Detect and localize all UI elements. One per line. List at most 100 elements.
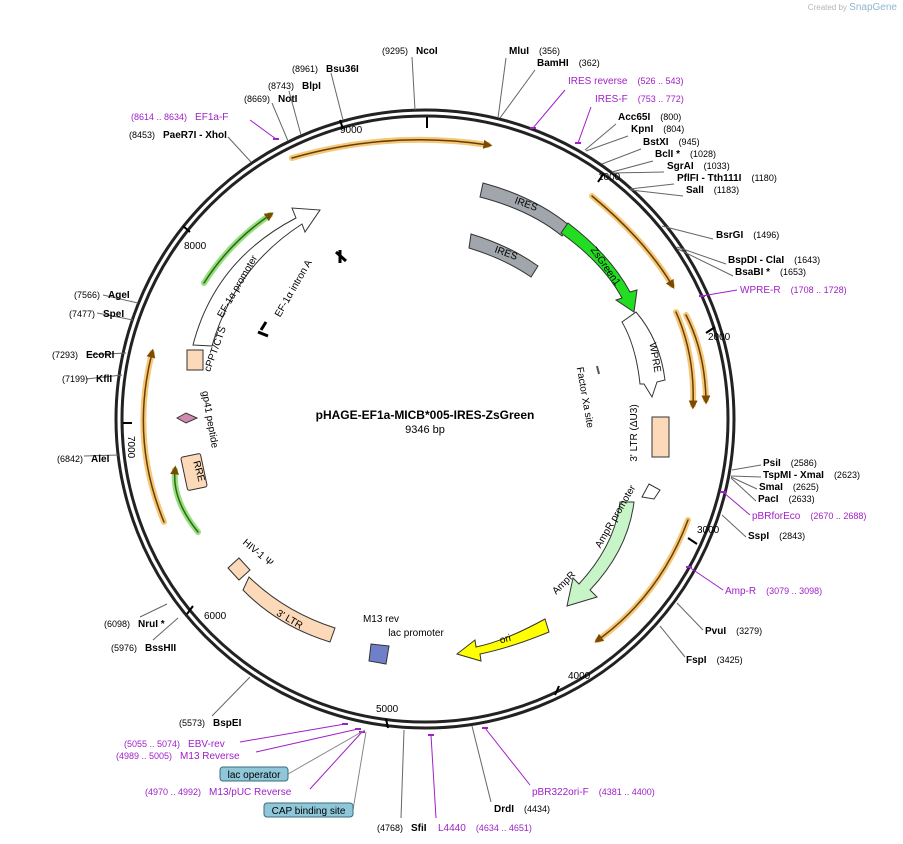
site-name[interactable]: PaeR7I - XhoI <box>163 130 227 141</box>
site-leader-line <box>471 725 492 803</box>
ltr-delta-u3-feature <box>651 416 670 458</box>
site-name[interactable]: SpeI <box>103 309 124 320</box>
primer-name[interactable]: EBV-rev <box>188 739 225 750</box>
site-name[interactable]: NruI * <box>138 619 165 630</box>
site-name[interactable]: BclI * <box>655 149 680 160</box>
primer-name[interactable]: WPRE-R <box>740 285 781 296</box>
site-name[interactable]: KpnI <box>631 124 653 135</box>
site-name[interactable]: BstXI <box>643 137 669 148</box>
site-name[interactable]: AleI <box>91 454 110 465</box>
site-leader-line <box>96 312 134 321</box>
primer-name[interactable]: IRES reverse <box>568 76 628 87</box>
primer-position: (526 .. 543) <box>637 76 683 86</box>
site-name[interactable]: PsiI <box>763 458 781 469</box>
site-name[interactable]: SmaI <box>759 482 783 493</box>
feature-box[interactable] <box>263 802 354 818</box>
site-position: (4434) <box>524 804 550 814</box>
feature-label: HIV-1 Ψ <box>240 537 275 569</box>
primer-position: (4970 .. 4992) <box>145 787 201 797</box>
site-position: (8453) <box>129 130 155 140</box>
feature-label: ori <box>499 633 513 647</box>
primer-leader-line <box>239 723 346 743</box>
site-position: (362) <box>579 58 600 68</box>
site-name[interactable]: KflI <box>96 374 112 385</box>
site-position: (800) <box>660 112 681 122</box>
site-name[interactable]: BamHI <box>537 58 569 69</box>
site-name[interactable]: MluI <box>509 46 529 57</box>
site-leader-line <box>676 602 704 631</box>
site-name[interactable]: BsrGI <box>716 230 743 241</box>
ampr-feature <box>566 501 635 607</box>
site-name[interactable]: PacI <box>758 494 779 505</box>
watermark-brand: SnapGene <box>849 2 897 13</box>
site-name[interactable]: SspI <box>748 531 769 542</box>
site-position: (7566) <box>74 290 100 300</box>
site-position: (2633) <box>789 494 815 504</box>
site-leader-line <box>271 102 289 142</box>
site-name[interactable]: EcoRI <box>86 350 115 361</box>
site-name[interactable]: BspEI <box>213 718 242 729</box>
site-leader-line <box>211 676 251 717</box>
site-name[interactable]: BsaBI * <box>735 267 770 278</box>
tick-label: 2000 <box>708 332 731 343</box>
site-leader-line <box>86 352 127 356</box>
site-name[interactable]: FspI <box>686 655 707 666</box>
primer-position: (4381 .. 4400) <box>599 787 655 797</box>
site-name[interactable]: TspMI - XmaI <box>763 470 824 481</box>
feature-box[interactable] <box>219 766 289 782</box>
primer-name[interactable]: pBRforEco <box>752 511 801 522</box>
site-leader-line <box>288 90 302 136</box>
box-leader-line <box>287 729 366 775</box>
tick-label: 4000 <box>568 671 591 682</box>
site-name[interactable]: BspDI - ClaI <box>728 255 784 266</box>
feature-label: 3' LTR (ΔU3) <box>629 404 640 461</box>
hiv-psi-feature <box>227 557 251 581</box>
primer-position: (5055 .. 5074) <box>124 739 180 749</box>
ltr-3-feature <box>242 576 336 643</box>
site-name[interactable]: AgeI <box>108 290 130 301</box>
primer-name[interactable]: IRES-F <box>595 94 628 105</box>
site-name[interactable]: SalI <box>686 185 704 196</box>
site-leader-line <box>102 294 139 304</box>
site-name[interactable]: BssHII <box>145 643 176 654</box>
site-name[interactable]: NotI <box>278 94 298 105</box>
site-name[interactable]: PflFI - Tth111I <box>677 173 742 184</box>
site-leader-line <box>629 183 675 190</box>
site-position: (1033) <box>704 161 730 171</box>
tick-label: 7000 <box>125 436 136 459</box>
plasmid-name: pHAGE-EF1a-MICB*005-IRES-ZsGreen <box>316 408 535 422</box>
primer-name[interactable]: M13 Reverse <box>180 751 240 762</box>
site-position: (2586) <box>791 458 817 468</box>
feature-label: RRE <box>190 460 206 484</box>
primer-name[interactable]: L4440 <box>438 823 466 834</box>
site-leader-line <box>152 617 179 641</box>
site-name[interactable]: Acc65I <box>618 112 650 123</box>
site-position: (3425) <box>717 655 743 665</box>
site-name[interactable]: PvuI <box>705 626 726 637</box>
site-leader-line <box>630 189 684 197</box>
site-position: (5976) <box>111 643 137 653</box>
feature-box-label: CAP binding site <box>272 806 346 817</box>
primer-name[interactable]: pBR322ori-F <box>532 787 589 798</box>
site-name[interactable]: DrdI <box>494 804 514 815</box>
site-position: (1653) <box>780 267 806 277</box>
primer-name[interactable]: M13/pUC Reverse <box>209 787 292 798</box>
primer-name[interactable]: EF1a-F <box>195 112 228 123</box>
site-position: (804) <box>663 124 684 134</box>
site-name[interactable]: Bsu36I <box>326 64 359 75</box>
site-position: (8743) <box>268 81 294 91</box>
ef1a-promoter-feature <box>192 207 321 347</box>
site-name[interactable]: NcoI <box>416 46 438 57</box>
site-leader-line <box>611 160 654 173</box>
primer-leader-line <box>532 89 566 129</box>
site-name[interactable]: BlpI <box>302 81 321 92</box>
feature-label: WPRE <box>646 342 662 374</box>
primer-name[interactable]: Amp-R <box>725 586 756 597</box>
site-leader-line <box>721 514 747 538</box>
primer-position: (753 .. 772) <box>638 94 684 104</box>
site-name[interactable]: SgrAI <box>667 161 694 172</box>
site-name[interactable]: SfiI <box>411 823 427 834</box>
lac-feature <box>368 643 390 665</box>
primer-position: (4634 .. 4651) <box>476 823 532 833</box>
